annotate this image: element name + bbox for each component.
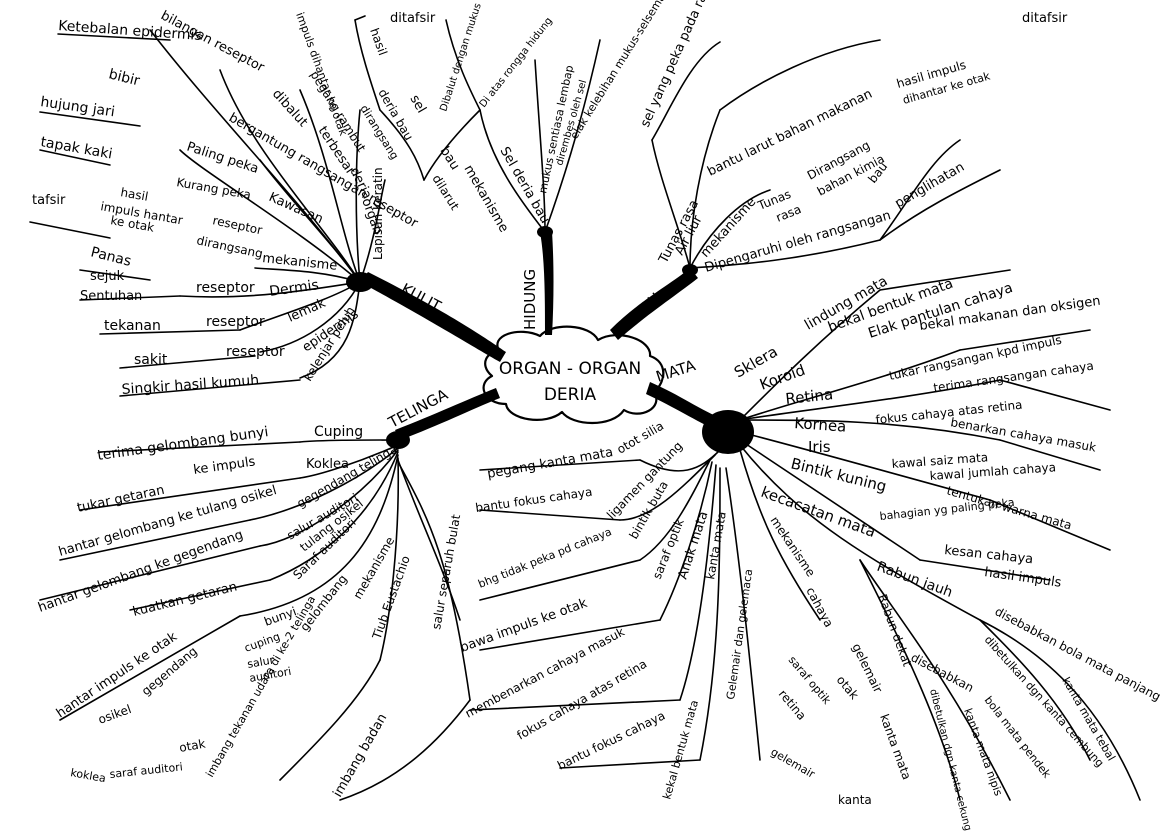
mata-disebabkan2: disebabkan bbox=[909, 650, 976, 695]
telinga-kuatkan: kuatkan getaran bbox=[131, 579, 238, 619]
organ-lidah-label: LIDAH bbox=[619, 289, 665, 333]
mata-kanta-mata: kanta mata bbox=[877, 712, 914, 781]
kulit-labels: Ketebalan epidermis bilangan reseptor bi… bbox=[32, 8, 421, 398]
kulit-dibalut: dibalut bbox=[269, 87, 310, 131]
mata-otak: otak bbox=[834, 673, 862, 702]
kulit-sejuk: sejuk bbox=[90, 269, 125, 284]
telinga-branches bbox=[39, 439, 471, 801]
hidung-sel: sel bbox=[407, 93, 429, 116]
organ-mata-label: MATA bbox=[654, 356, 699, 386]
mata-cahaya: cahaya bbox=[803, 585, 836, 630]
kulit-panas: Panas bbox=[89, 244, 133, 269]
kulit-tafsir: tafsir bbox=[32, 193, 66, 208]
hidung-rongga2: Di atas rongga hidung bbox=[478, 16, 555, 110]
hidung-branches bbox=[354, 15, 601, 233]
kulit-sentuhan: Sentuhan bbox=[80, 289, 142, 304]
mata-kekal: kekal bentuk mata bbox=[660, 699, 701, 801]
mata-bhg: bhg tidak peka pd cahaya bbox=[476, 525, 613, 591]
lidah-branches bbox=[651, 39, 1001, 269]
kulit-dirangsang: dirangsang bbox=[195, 233, 264, 261]
kulit-hujung: hujung jari bbox=[39, 94, 115, 120]
telinga-cuping: Cuping bbox=[314, 424, 363, 440]
hidung-hasil: hasil bbox=[367, 26, 390, 57]
kulit-sakit: sakit bbox=[134, 352, 168, 368]
center-title-line2: DERIA bbox=[544, 385, 597, 405]
kulit-reseptor-3: reseptor bbox=[226, 344, 285, 360]
mata-kesan: kesan cahaya bbox=[944, 543, 1034, 567]
organ-hidung-label: HIDUNG bbox=[521, 269, 539, 330]
kulit-branches bbox=[29, 29, 386, 397]
mata-bawa: bawa impuls ke otak bbox=[458, 596, 589, 656]
lidah-labels: sel yang peka pada rasa bantu larut baha… bbox=[638, 0, 1068, 276]
mata-bintik: Bintik kuning bbox=[789, 454, 888, 495]
center-title-line1: ORGAN - ORGAN bbox=[499, 359, 641, 379]
mata-bahagian: bahagian yg paling peka bbox=[879, 496, 1015, 523]
kulit-kurang: Kurang peka bbox=[175, 175, 252, 202]
main-branches bbox=[346, 226, 754, 454]
mata-kawal: kawal saiz mata bbox=[891, 450, 988, 471]
mata-iris: Iris bbox=[808, 438, 831, 456]
telinga-imbang-badan: imbang badan bbox=[330, 711, 390, 800]
telinga-imbang: imbang tekanan udara di ke-2 telinga bbox=[203, 594, 318, 780]
mata-otot: otot silia bbox=[615, 419, 667, 457]
mata-fokus: fokus cahaya atas retina bbox=[875, 398, 1023, 427]
hidung-labels: ditafsir hasil impuls dihantar ke otak p… bbox=[293, 0, 668, 235]
telinga-ke-impuls: ke impuls bbox=[192, 454, 256, 478]
mata-kornea: Kornea bbox=[794, 414, 847, 436]
mata-hasil: hasil impuls bbox=[983, 565, 1062, 591]
kulit-reseptor-1: reseptor bbox=[196, 280, 255, 296]
mata-mekanisme: mekanisme bbox=[768, 514, 818, 579]
mata-retina: Retina bbox=[785, 385, 834, 408]
lidah-ditafsir: ditafsir bbox=[1022, 11, 1068, 26]
mata-bantu: bantu fokus cahaya bbox=[474, 485, 593, 515]
telinga-osikel: osikel bbox=[96, 702, 133, 727]
kulit-tekanan: tekanan bbox=[104, 318, 161, 334]
telinga-koklea2: koklea bbox=[69, 766, 106, 785]
lidah-penglihatan: penglihatan bbox=[893, 160, 968, 212]
mata-gelemair3: Gelemair dan gelemaca bbox=[724, 568, 755, 700]
mata-branches bbox=[469, 269, 1141, 801]
mata-gelemair2: gelemair bbox=[769, 745, 818, 781]
telinga-koklea: Koklea bbox=[306, 457, 349, 472]
telinga-otak: otak bbox=[178, 737, 206, 755]
center-cloud: ORGAN - ORGAN DERIA bbox=[482, 325, 665, 424]
hidung-rongga: Dibalut dengan mukus bbox=[438, 2, 483, 113]
telinga-salur2: salur bbox=[246, 653, 275, 671]
hidung-ditafsir: ditafsir bbox=[390, 11, 436, 26]
kulit-lemak: lemak bbox=[286, 296, 329, 326]
kulit-reseptor-dir: reseptor bbox=[211, 213, 263, 237]
hidung-bau: bau bbox=[437, 144, 463, 173]
kulit-bibir: bibir bbox=[107, 66, 141, 89]
telinga-saraf2: saraf auditori bbox=[109, 760, 183, 781]
hidung-dilarut: dilarut bbox=[429, 172, 462, 213]
kulit-hasil: hasil bbox=[119, 185, 149, 204]
lidah-bantu: bantu larut bahan makanan bbox=[705, 87, 875, 180]
kulit-singkir: Singkir hasil kumuh bbox=[121, 372, 259, 398]
mata-kanta3: kanta bbox=[838, 793, 872, 807]
telinga-labels: terima gelombang bunyi Cuping tukar geta… bbox=[36, 424, 463, 800]
kulit-keratin: Lapisan Keratin bbox=[371, 167, 385, 260]
kulit-dermis: Dermis bbox=[268, 277, 319, 300]
kulit-paling: Paling peka bbox=[185, 140, 261, 177]
mata-retina2: retina bbox=[776, 687, 809, 723]
telinga-tukar: tukar getaran bbox=[76, 483, 166, 516]
kulit-reseptor-2: reseptor bbox=[206, 314, 265, 330]
mata-labels: lindung mata bekal bentuk mata Elak pant… bbox=[458, 273, 1163, 832]
